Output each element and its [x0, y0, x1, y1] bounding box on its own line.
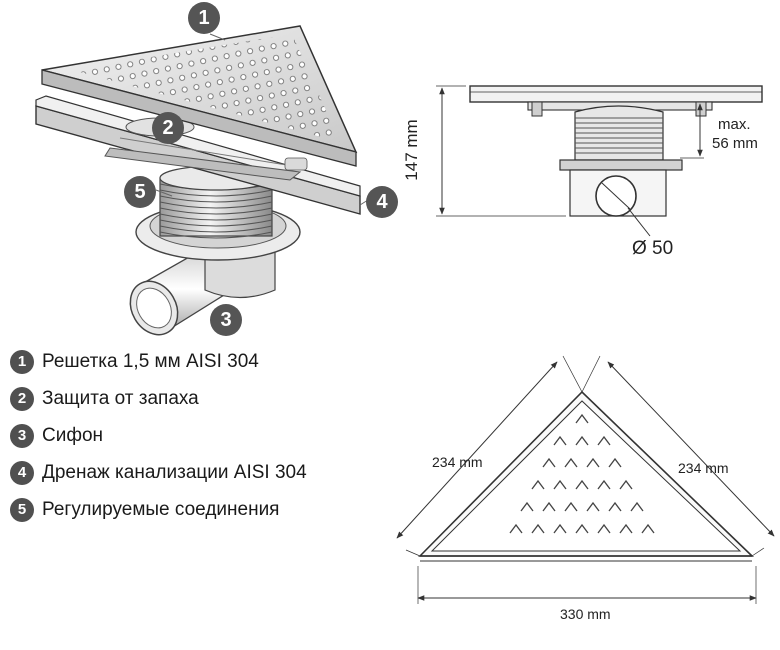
- right-side-dimension-label: 234 mm: [678, 460, 729, 476]
- callout-5-badge: 5: [124, 176, 156, 208]
- legend-label: Дренаж канализации AISI 304: [42, 462, 307, 483]
- grate-slot: [586, 501, 600, 512]
- legend-label: Регулируемые соединения: [42, 499, 280, 520]
- legend-number-badge: 4: [10, 461, 34, 485]
- grate-slot: [575, 523, 589, 534]
- callout-3-badge: 3: [210, 304, 242, 336]
- legend-number-badge: 5: [10, 498, 34, 522]
- legend-number-badge: 3: [10, 424, 34, 448]
- grate-slot: [586, 457, 600, 468]
- max-label: max.: [718, 116, 751, 133]
- callout-1-badge: 1: [188, 2, 220, 34]
- assembly-3d-view: [35, 25, 361, 336]
- legend-label: Решетка 1,5 мм AISI 304: [42, 351, 259, 372]
- left-side-dimension-label: 234 mm: [432, 454, 483, 470]
- triangular-grate: [41, 25, 358, 167]
- grate-slot: [564, 501, 578, 512]
- callout-2-badge: 2: [152, 112, 184, 144]
- side-view: [436, 85, 763, 237]
- drain-frame: [35, 95, 361, 215]
- legend-label: Защита от запаха: [42, 388, 199, 409]
- callout-4-badge: 4: [366, 186, 398, 218]
- grate-slot: [564, 457, 578, 468]
- max-value-label: 56 mm: [712, 135, 758, 152]
- threaded-cylinder: [159, 165, 273, 239]
- grate-slot: [575, 435, 589, 446]
- top-view: [396, 355, 775, 604]
- grate-slot: [575, 479, 589, 490]
- legend-number-badge: 1: [10, 350, 34, 374]
- base-dimension-label: 330 mm: [560, 606, 611, 622]
- diameter-label: Ø 50: [632, 238, 674, 259]
- height-dimension-label: 147 mm: [402, 119, 421, 181]
- legend-label: Сифон: [42, 425, 104, 446]
- legend-number-badge: 2: [10, 387, 34, 411]
- grate-slot: [575, 413, 589, 424]
